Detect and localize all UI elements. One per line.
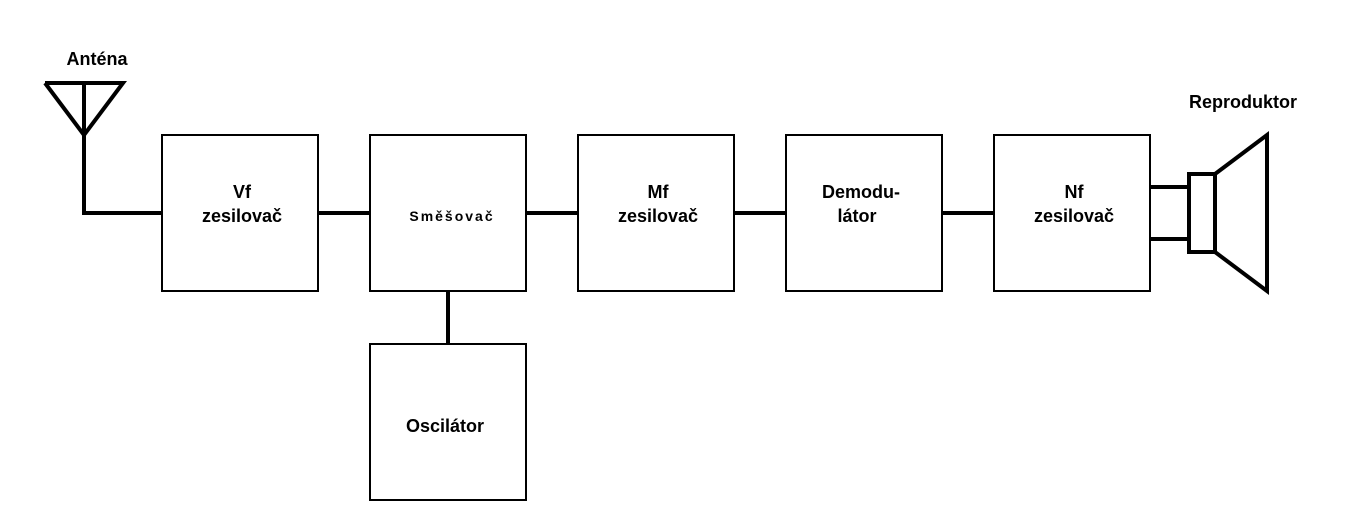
block-nf-zesilovac: Nf zesilovač — [993, 134, 1151, 292]
speaker-icon — [1150, 131, 1269, 295]
block-nf-label-line1: Nf — [1065, 182, 1085, 202]
block-demodulator-label-line1: Demodu- — [822, 182, 900, 202]
block-demodulator: Demodu- látor — [785, 134, 943, 292]
block-oscilator-label: Oscilátor — [406, 416, 484, 436]
block-vf-label-line2: zesilovač — [202, 206, 282, 226]
speaker-label: Reproduktor — [1189, 92, 1297, 112]
block-nf-label-line2: zesilovač — [1034, 206, 1114, 226]
block-mf-label-line2: zesilovač — [618, 206, 698, 226]
block-smesovac-label: Směšovač — [409, 208, 494, 224]
antenna-label: Anténa — [66, 49, 128, 69]
block-mf-label-line1: Mf — [648, 182, 670, 202]
block-oscilator: Oscilátor — [369, 343, 527, 501]
antenna-icon — [43, 81, 162, 215]
block-mf-zesilovac: Mf zesilovač — [577, 134, 735, 292]
block-demodulator-label-line2: látor — [837, 206, 876, 226]
block-vf-label-line1: Vf — [233, 182, 252, 202]
block-vf-zesilovac: Vf zesilovač — [161, 134, 319, 292]
block-smesovac: Směšovač — [369, 134, 527, 292]
